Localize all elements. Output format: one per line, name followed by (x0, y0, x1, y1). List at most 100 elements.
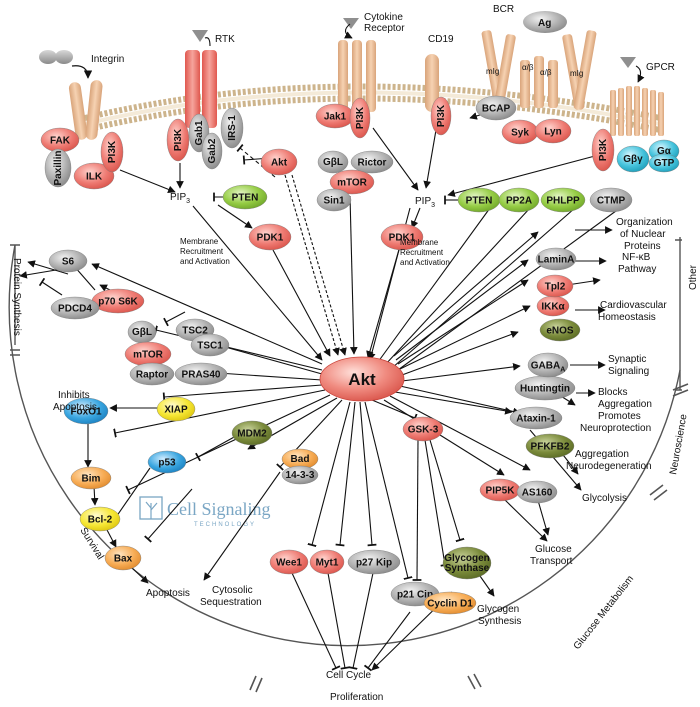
pfkfb2-node[interactable]: PFKFB2 (525, 433, 575, 459)
rictor-label: Rictor (358, 158, 387, 169)
akt-small-node[interactable]: Akt (260, 148, 298, 176)
gabaa-node[interactable]: GABAA (527, 352, 569, 378)
pi3k-int-node[interactable]: PI3K (100, 131, 124, 173)
lamina-node[interactable]: LaminA (535, 247, 577, 271)
pdk1-r-node[interactable]: PDK1 (380, 223, 424, 251)
pip5k-label: PIP5K (486, 486, 516, 497)
irs1-node[interactable]: IRS-1 (220, 107, 244, 149)
gab2-shape (201, 132, 223, 170)
sin1-node[interactable]: Sin1 (316, 188, 352, 212)
gab2-node[interactable]: Gab2 (201, 132, 223, 170)
region-neuroscience: Neuroscience (668, 413, 690, 476)
pi3k-rtk-node[interactable]: PI3K (166, 118, 190, 162)
pdcd4-shape (50, 296, 100, 320)
integrin-ligand-b (55, 50, 73, 64)
x1433-node[interactable]: 14-3-3 (281, 465, 319, 485)
ctmp-node[interactable]: CTMP (589, 187, 633, 213)
rictor-node[interactable]: Rictor (350, 150, 394, 174)
p53-node[interactable]: p53 (147, 450, 187, 474)
xiap-node[interactable]: XIAP (156, 396, 196, 422)
mdm2-label: MDM2 (237, 429, 267, 440)
foxo1-shape (63, 397, 109, 425)
enos-node[interactable]: eNOS (539, 318, 581, 342)
mtor-top-node[interactable]: mTOR (329, 169, 375, 195)
membrane-recruit-right: Membrane Recruitment and Activation (400, 238, 450, 267)
gsk3-node[interactable]: GSK-3 (402, 416, 444, 442)
svg-text:Signaling: Signaling (608, 366, 649, 377)
pi3k-gpcr-node[interactable]: PI3K (591, 128, 615, 172)
tpl2-node[interactable]: Tpl2 (536, 274, 574, 298)
svg-text:and Activation: and Activation (400, 258, 450, 267)
pi3k-cyto-node[interactable]: PI3K (349, 97, 371, 139)
p70s6k-node[interactable]: p70 S6K (91, 288, 145, 314)
fak-node[interactable]: FAK (40, 127, 80, 153)
cd19-label: CD19 (428, 34, 454, 45)
bcl2-node[interactable]: Bcl-2 (79, 506, 121, 532)
pp2a-label: PP2A (506, 196, 532, 207)
foxo1-node[interactable]: FoxO1 (63, 397, 109, 425)
gbl-top-node[interactable]: GβL (317, 150, 349, 174)
svg-text:Aggregation: Aggregation (598, 399, 652, 410)
as160-label: AS160 (522, 488, 553, 499)
jak1-node[interactable]: Jak1 (315, 103, 355, 129)
bcap-node[interactable]: BCAP (475, 95, 517, 121)
huntingtin-node[interactable]: Huntingtin (514, 375, 576, 401)
bad-label: Bad (291, 454, 310, 465)
bcr-receptor: Ag (481, 11, 597, 110)
phlpp-node[interactable]: PHLPP (540, 187, 586, 213)
pten-l-node[interactable]: PTEN (222, 184, 268, 210)
region-ticks (10, 349, 689, 693)
ataxin1-node[interactable]: Ataxin-1 (509, 406, 563, 430)
gtp-node[interactable]: GTP (648, 153, 680, 173)
p27kip-label: p27 Kip (356, 558, 392, 569)
raptor-node[interactable]: Raptor (129, 362, 175, 386)
cyclind1-node[interactable]: Cyclin D1 (423, 591, 477, 615)
s6-label: S6 (62, 257, 75, 268)
syk-node[interactable]: Syk (501, 119, 539, 145)
svg-text:Cytosolic: Cytosolic (212, 585, 253, 596)
nfkb-pathway: NF-κB Pathway (618, 252, 656, 275)
bax-node[interactable]: Bax (104, 545, 142, 571)
pi3k-cd19-node[interactable]: PI3K (430, 96, 452, 136)
pp2a-node[interactable]: PP2A (498, 187, 540, 213)
mtor-mid-node[interactable]: mTOR (124, 341, 172, 367)
myt1-shape (309, 549, 345, 575)
pten-r-label: PTEN (466, 196, 493, 207)
pdk1-l-node[interactable]: PDK1 (248, 223, 292, 251)
svg-text:Recruitment: Recruitment (180, 247, 224, 256)
pfkfb2-shape (525, 433, 575, 459)
svg-text:Homeostasis: Homeostasis (598, 312, 656, 323)
myt1-node[interactable]: Myt1 (309, 549, 345, 575)
lyn-shape (534, 118, 572, 144)
phlpp-label: PHLPP (546, 196, 580, 207)
rtk-label: RTK (215, 34, 235, 45)
tsc1-node[interactable]: TSC1 (190, 333, 230, 357)
gbl-mid-node[interactable]: GβL (127, 320, 157, 344)
wee1-node[interactable]: Wee1 (269, 549, 309, 575)
bim-node[interactable]: Bim (70, 466, 112, 490)
paxillin-node[interactable]: Paxillin (44, 148, 72, 188)
pdcd4-node[interactable]: PDCD4 (50, 296, 100, 320)
pi3k-gpcr-label: PI3K (598, 138, 609, 161)
p27kip-node[interactable]: p27 Kip (347, 549, 401, 575)
raptor-shape (129, 362, 175, 386)
pip5k-node[interactable]: PIP5K (479, 478, 521, 502)
fak-label: FAK (50, 136, 71, 147)
as160-node[interactable]: AS160 (516, 480, 558, 504)
ilk-node[interactable]: ILK (73, 162, 115, 190)
lyn-node[interactable]: Lyn (534, 118, 572, 144)
mdm2-node[interactable]: MDM2 (231, 420, 273, 446)
foxo1-label: FoxO1 (70, 407, 102, 418)
ikka-node[interactable]: IKKα (536, 295, 570, 317)
s6-node[interactable]: S6 (48, 249, 88, 273)
myt1-label: Myt1 (316, 558, 339, 569)
ataxin1-label: Ataxin-1 (516, 414, 556, 425)
gbg-node[interactable]: Gβγ (616, 145, 650, 173)
pten-r-node[interactable]: PTEN (457, 187, 501, 213)
pras40-node[interactable]: PRAS40 (174, 362, 228, 386)
irs1-label: IRS-1 (227, 115, 238, 141)
akt-main-node[interactable]: Akt (319, 356, 405, 402)
apoptosis-label: Apoptosis (146, 588, 190, 599)
cytokine-label-2: Receptor (364, 23, 405, 34)
